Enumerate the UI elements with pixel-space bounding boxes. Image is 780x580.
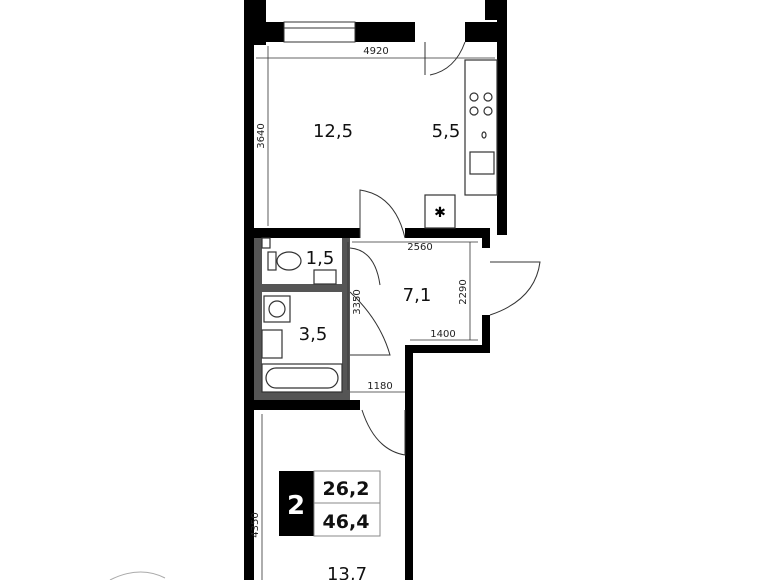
bathroom-area: 3,5 [299, 324, 328, 345]
dim-hall-depth: 2290 [458, 279, 469, 304]
kitchen-area: 5,5 [432, 121, 461, 142]
dim-living-width: 4920 [363, 46, 388, 57]
kitchen-counter [464, 59, 498, 196]
toilet-door [349, 247, 381, 286]
fridge-icon: ✱ [434, 204, 446, 220]
window [283, 21, 356, 43]
apartment-badge: 2 26,2 46,4 [279, 470, 381, 537]
washbasin-icon [313, 269, 337, 285]
adjacent-door-arc [109, 571, 166, 580]
living-door [359, 189, 406, 239]
sink-icon [469, 151, 495, 175]
doors [349, 189, 541, 456]
dim-living-depth: 3640 [256, 123, 267, 148]
hallway-area: 7,1 [403, 285, 432, 306]
dimension-lines [256, 46, 495, 580]
walls [244, 0, 507, 580]
toilet-sink [261, 237, 271, 249]
toilet-area: 1,5 [306, 248, 335, 269]
fixtures [261, 59, 498, 393]
bedroom-area: 13,7 [327, 564, 367, 580]
dim-bedroom-depth: 4350 [250, 512, 261, 537]
living-room-area: 12,5 [313, 121, 353, 142]
living-area: 26,2 [323, 478, 370, 500]
dim-bath-width: 1180 [367, 381, 392, 392]
dim-hall-width: 2560 [407, 242, 432, 253]
stove-burner-icon [469, 92, 479, 102]
dim-hall-lower-width: 1400 [430, 329, 455, 340]
bathtub-icon [261, 363, 343, 393]
dim-bath-depth: 3350 [352, 289, 363, 314]
entrance-door [489, 261, 541, 316]
total-area: 46,4 [323, 511, 370, 533]
bedroom-door [361, 409, 406, 456]
washbasin-icon [261, 329, 283, 359]
balcony-door [424, 41, 466, 76]
toilet-icon [276, 251, 302, 271]
washing-machine-icon [263, 295, 291, 323]
rooms-count: 2 [287, 491, 305, 521]
bathroom-door [349, 291, 391, 356]
bathroom-walls [254, 238, 350, 400]
fridge [424, 194, 456, 229]
